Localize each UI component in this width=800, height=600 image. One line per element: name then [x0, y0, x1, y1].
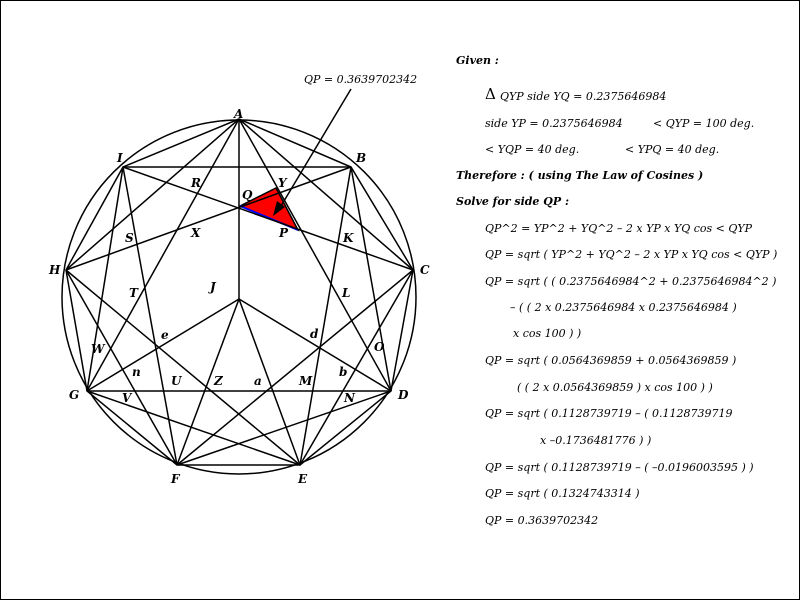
label-g: G — [69, 388, 79, 402]
label-y: Y — [278, 176, 288, 190]
diagonal-e-h — [65, 269, 301, 466]
step-7: ( ( 2 x 0.0564369859 ) x cos 100 ) ) — [517, 381, 713, 394]
label-a: A — [233, 107, 243, 121]
diagonal-h-b — [65, 166, 352, 271]
step-6: QP = sqrt ( 0.0564369859 + 0.0564369859 … — [485, 354, 737, 367]
solve-line: Solve for side QP : — [456, 195, 570, 208]
given-angle-ypq: < YPQ = 40 deg. — [625, 143, 720, 156]
step-1: QP^2 = YP^2 + YQ^2 – 2 x YP x YQ cos < Q… — [485, 222, 753, 235]
label-f: F — [170, 472, 181, 486]
diagonal-h-a — [65, 118, 240, 271]
diagonal-b-e — [299, 166, 352, 466]
given-heading: Given : — [456, 54, 499, 67]
label-p: P — [278, 226, 289, 240]
label-u: U — [171, 374, 183, 388]
line-d-j — [238, 298, 392, 392]
step-9: x –0.1736481776 ) ) — [540, 434, 652, 447]
label-n: N — [343, 391, 356, 405]
annotation-pointer-line — [280, 88, 352, 207]
step-2: QP = sqrt ( YP^2 + YQ^2 – 2 x YP x YQ co… — [485, 248, 778, 261]
label-j: J — [208, 280, 217, 294]
line-g-j — [86, 298, 240, 392]
diagonal-e-g — [86, 390, 301, 466]
label-b: B — [355, 151, 366, 165]
diagonal-d-f — [176, 390, 392, 466]
triangle-icon: Δ — [485, 85, 496, 103]
label-e-lower: e — [161, 328, 169, 342]
label-b-lower: b — [339, 365, 347, 379]
given-side-yp: side YP = 0.2375646984 — [485, 117, 623, 130]
label-q: Q — [242, 188, 253, 202]
label-z: Z — [213, 374, 224, 388]
diagonal-g-i — [86, 166, 124, 392]
step-11: QP = sqrt ( 0.1324743314 ) — [485, 487, 640, 500]
step-5: x cos 100 ) ) — [513, 327, 582, 340]
diagonal-a-d — [238, 118, 392, 392]
label-l: L — [341, 286, 350, 300]
given-angle-qyp: < QYP = 100 deg. — [653, 117, 755, 130]
line-f-j — [176, 298, 240, 466]
step-3: QP = sqrt ( ( 0.2375646984^2 + 0.2375646… — [485, 275, 777, 288]
diagonal-c-e — [299, 269, 414, 466]
label-c: C — [420, 263, 430, 277]
label-v: V — [122, 391, 133, 405]
nonagon-outline — [65, 118, 414, 466]
step-4: – ( ( 2 x 0.2375646984 x 0.2375646984 ) — [510, 301, 737, 314]
label-k: K — [342, 231, 354, 245]
therefore-line: Therefore : ( using The Law of Cosines ) — [456, 169, 704, 182]
step-8: QP = sqrt ( 0.1128739719 – ( 0.112873971… — [485, 407, 733, 420]
label-o: O — [374, 340, 385, 354]
label-s: S — [125, 231, 134, 245]
label-x: X — [190, 226, 201, 240]
label-d: D — [397, 388, 409, 402]
label-i: I — [116, 151, 123, 165]
label-a-lower: a — [254, 374, 262, 388]
label-m: M — [298, 374, 313, 388]
label-t: T — [129, 286, 139, 300]
given-angle-yqp: < YQP = 40 deg. — [485, 143, 580, 156]
label-e: E — [297, 472, 308, 486]
diagonal-f-i — [122, 166, 178, 466]
annotation-qp: QP = 0.3639702342 — [304, 73, 417, 86]
diagonal-f-h — [65, 269, 178, 466]
diagonal-g-a — [86, 118, 240, 392]
label-n-lower: n — [132, 365, 141, 379]
diagonal-i-c — [122, 166, 414, 271]
annotation-arrowhead — [273, 201, 285, 216]
diagonal-a-c — [238, 118, 414, 271]
label-h: H — [48, 263, 61, 277]
line-e-j — [238, 298, 301, 466]
label-d-lower: d — [310, 327, 319, 341]
diagonal-c-f — [176, 269, 414, 466]
label-w: W — [91, 342, 106, 356]
step-12-result: QP = 0.3639702342 — [485, 514, 599, 527]
label-r: R — [190, 176, 201, 190]
diagonal-b-d — [350, 166, 392, 392]
step-10: QP = sqrt ( 0.1128739719 – ( –0.01960035… — [485, 461, 754, 474]
given-line-1: QYP side YQ = 0.2375646984 — [500, 90, 667, 103]
nonagon-lines — [65, 88, 414, 466]
